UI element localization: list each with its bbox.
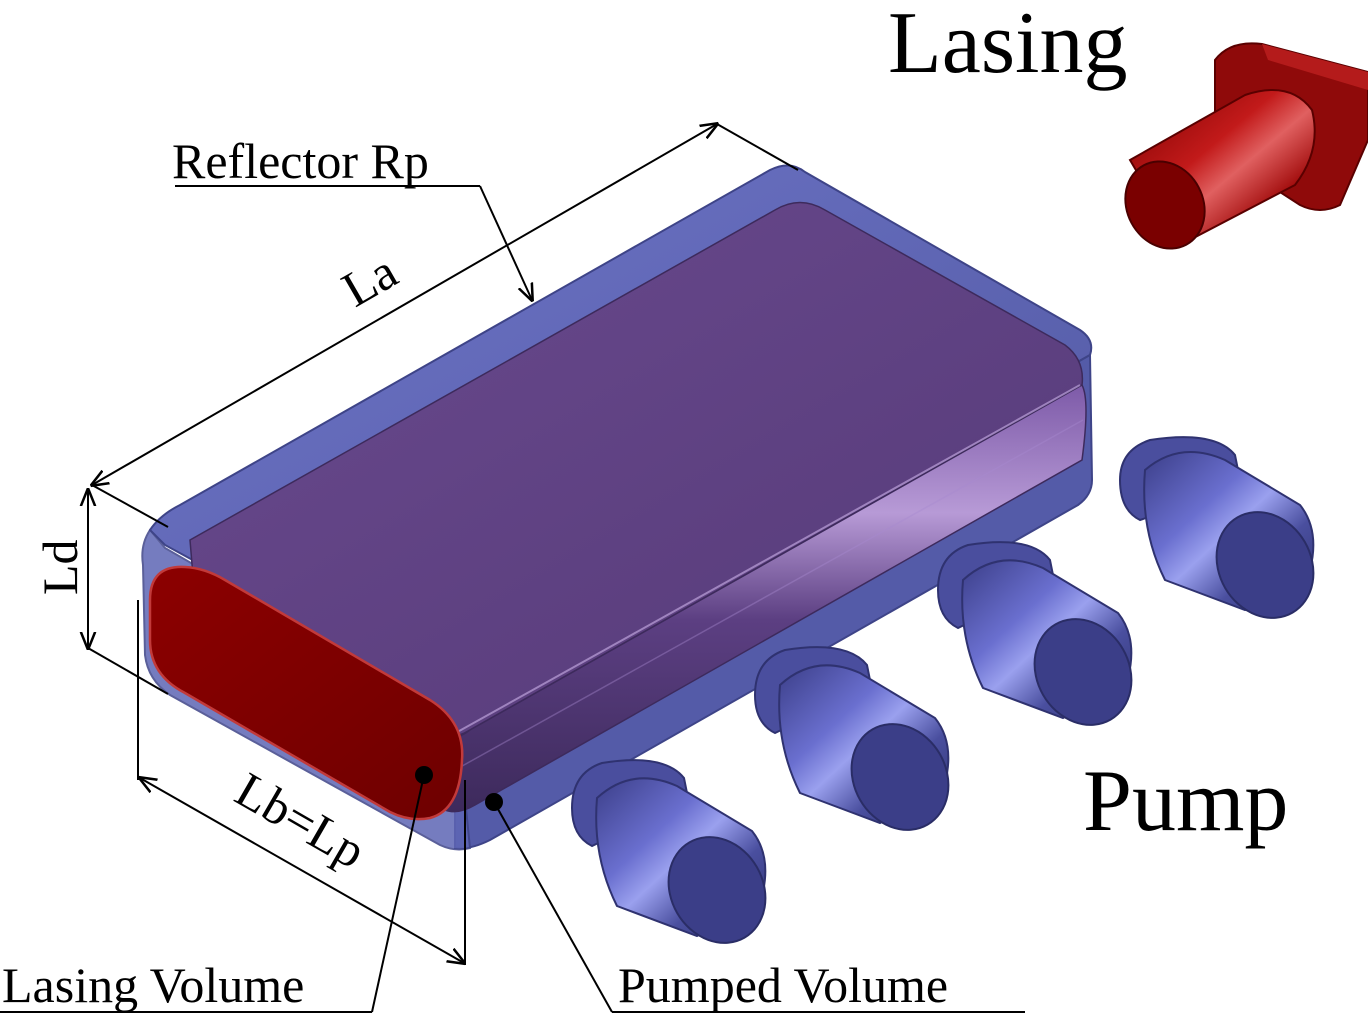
reflector-leader — [175, 185, 532, 300]
pumped-volume-leader — [493, 801, 1025, 1013]
pumped-volume-label: Pumped Volume — [618, 957, 948, 1013]
reflector-label: Reflector Rp — [172, 133, 429, 189]
lasing-arrow-icon — [1124, 42, 1368, 250]
ld-label: Ld — [32, 539, 88, 595]
lasing-volume-leader — [0, 774, 425, 1013]
lasing-volume-marker — [415, 766, 433, 784]
pumped-volume-marker — [485, 793, 503, 811]
la-dimension — [92, 124, 799, 528]
lb-lp-dimension — [138, 600, 465, 965]
ld-dimension — [88, 490, 169, 695]
pump-label: Pump — [1083, 753, 1288, 850]
la-label: La — [333, 243, 407, 318]
pump-cylinder-icon — [753, 646, 950, 831]
lasing-volume-label: Lasing Volume — [2, 957, 304, 1013]
lasing-label: Lasing — [888, 0, 1128, 92]
pump-cylinder-icon — [1118, 436, 1315, 619]
pump-cylinder-icon — [936, 541, 1133, 726]
lasing-volume-face — [148, 565, 464, 821]
pump-cylinder-icon — [570, 759, 767, 944]
